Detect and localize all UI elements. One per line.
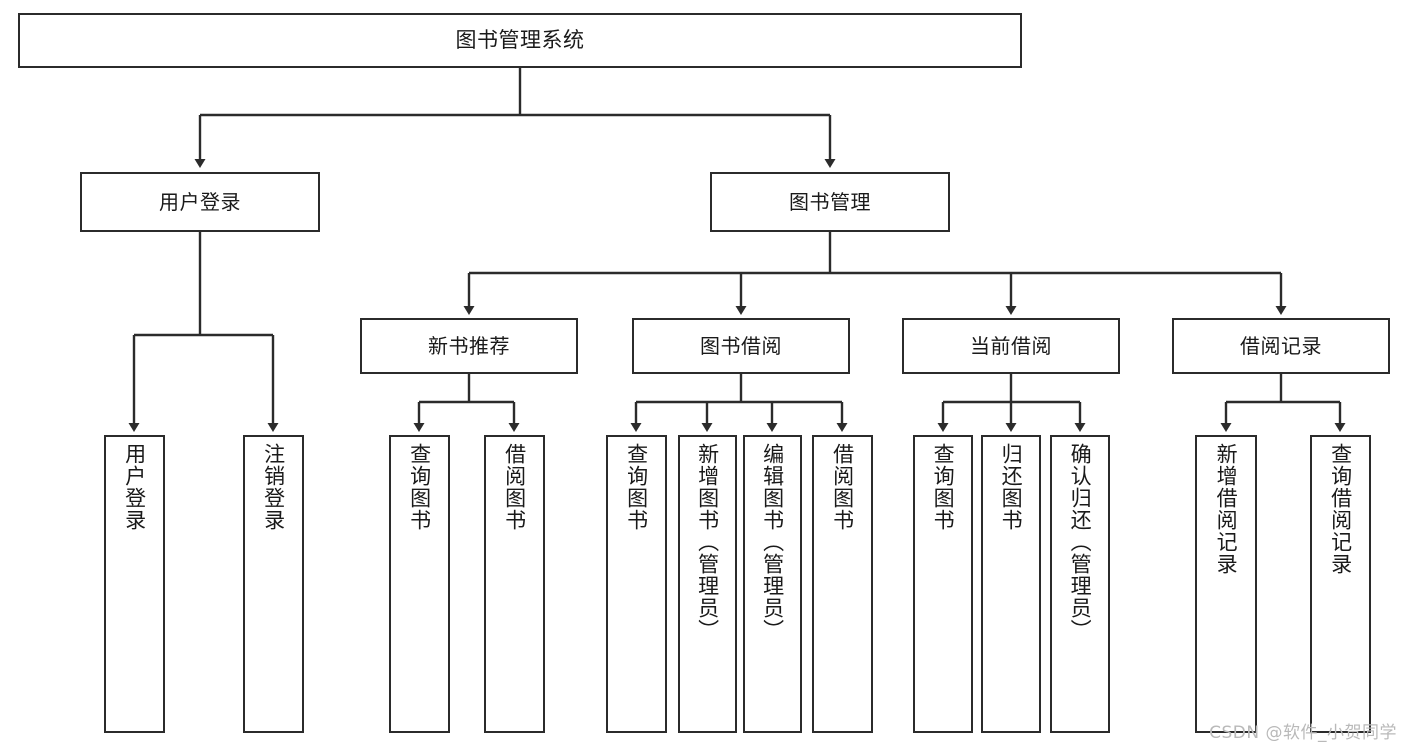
node-label: 当前借阅: [970, 333, 1052, 358]
node-label: 归还图书: [999, 443, 1024, 531]
node-label: 编辑图书（管理员）: [760, 443, 785, 641]
node-user-login[interactable]: 用户登录: [80, 172, 320, 232]
leaf-query-book-c[interactable]: 查询图书: [913, 435, 973, 733]
node-label: 确认归还（管理员）: [1068, 443, 1093, 641]
leaf-query-book-b[interactable]: 查询图书: [606, 435, 667, 733]
leaf-add-book[interactable]: 新增图书（管理员）: [678, 435, 737, 733]
node-label: 图书借阅: [700, 333, 782, 358]
leaf-add-record[interactable]: 新增借阅记录: [1195, 435, 1257, 733]
leaf-logout[interactable]: 注销登录: [243, 435, 304, 733]
watermark-text: CSDN @软件_小贺同学: [1209, 723, 1397, 743]
node-label: 查询借阅记录: [1328, 443, 1353, 575]
leaf-borrow-book-b[interactable]: 借阅图书: [812, 435, 873, 733]
leaf-borrow-book-a[interactable]: 借阅图书: [484, 435, 545, 733]
node-new-book-recommend[interactable]: 新书推荐: [360, 318, 578, 374]
node-label: 查询图书: [931, 443, 956, 531]
node-label: 新增借阅记录: [1214, 443, 1239, 575]
leaf-user-login[interactable]: 用户登录: [104, 435, 165, 733]
leaf-query-book-a[interactable]: 查询图书: [389, 435, 450, 733]
node-root-system[interactable]: 图书管理系统: [18, 13, 1022, 68]
node-label: 查询图书: [407, 443, 432, 531]
node-book-borrow[interactable]: 图书借阅: [632, 318, 850, 374]
node-label: 借阅记录: [1240, 333, 1322, 358]
leaf-edit-book[interactable]: 编辑图书（管理员）: [743, 435, 802, 733]
node-label: 借阅图书: [830, 443, 855, 531]
node-label: 借阅图书: [502, 443, 527, 531]
node-label: 用户登录: [122, 443, 147, 531]
leaf-confirm-return[interactable]: 确认归还（管理员）: [1050, 435, 1110, 733]
node-label: 注销登录: [261, 443, 286, 531]
node-label: 查询图书: [624, 443, 649, 531]
node-borrow-record[interactable]: 借阅记录: [1172, 318, 1390, 374]
node-label: 图书管理: [789, 189, 871, 214]
node-label: 图书管理系统: [455, 28, 585, 53]
node-current-borrow[interactable]: 当前借阅: [902, 318, 1120, 374]
leaf-query-record[interactable]: 查询借阅记录: [1310, 435, 1371, 733]
node-label: 用户登录: [159, 189, 241, 214]
node-book-manage[interactable]: 图书管理: [710, 172, 950, 232]
node-label: 新增图书（管理员）: [695, 443, 720, 641]
node-label: 新书推荐: [428, 333, 510, 358]
leaf-return-book[interactable]: 归还图书: [981, 435, 1041, 733]
